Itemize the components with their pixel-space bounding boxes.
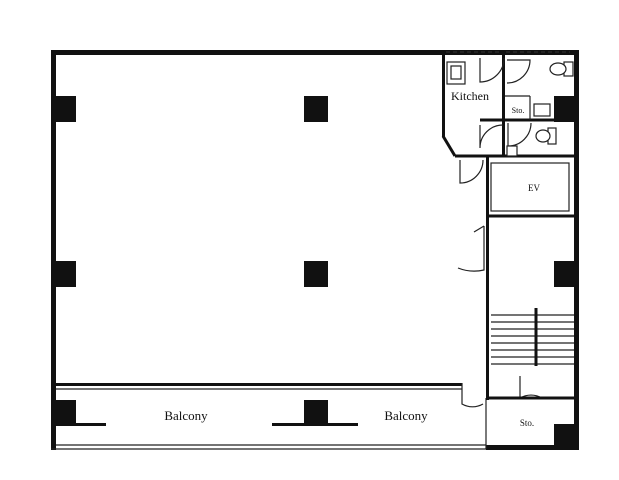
label-storage-top: Sto. xyxy=(512,106,525,115)
toilet-bowl-1 xyxy=(549,62,567,76)
label-balcony-left: Balcony xyxy=(164,408,208,423)
column-right-top xyxy=(554,96,574,122)
storage-door-swing xyxy=(519,376,543,400)
outer-walls xyxy=(51,50,579,450)
wc-partition xyxy=(502,55,505,157)
label-kitchen: Kitchen xyxy=(451,89,489,103)
core-door-swing-top xyxy=(459,159,484,184)
column-center-balcony xyxy=(304,400,328,424)
kitchen-lower-door-swing xyxy=(479,124,504,149)
kitchen-sink-basin xyxy=(450,65,462,80)
kitchen-door-swing xyxy=(479,57,505,83)
balcony-edge xyxy=(51,383,487,450)
core-door-leaf xyxy=(473,225,485,233)
stair-core xyxy=(457,225,574,408)
wall-bottom-right xyxy=(486,445,579,450)
wall-left xyxy=(51,50,56,450)
core-wall-left xyxy=(486,156,489,400)
toilet-bowl-2 xyxy=(535,129,551,143)
wc-door-swing-2 xyxy=(507,122,532,147)
column-left-balcony xyxy=(56,400,76,424)
elevator-shaft xyxy=(459,156,574,400)
elevator-car xyxy=(490,162,570,212)
wc-door-swing-1 xyxy=(506,59,531,84)
column-right-middle xyxy=(554,261,574,287)
balcony-beam-right xyxy=(272,423,358,426)
label-elevator: EV xyxy=(528,183,540,193)
column-left-top xyxy=(56,96,76,122)
wall-top xyxy=(51,50,579,55)
column-left-middle xyxy=(56,261,76,287)
column-center-middle xyxy=(304,261,328,287)
balcony-beam-left xyxy=(56,423,106,426)
sash-line xyxy=(56,383,462,386)
pipe-shaft xyxy=(506,145,518,157)
label-storage-bottom: Sto. xyxy=(520,418,534,428)
core-door-swing xyxy=(457,226,485,272)
column-center-top xyxy=(304,96,328,122)
wash-basin xyxy=(533,103,551,117)
kitchen-wall-diagonal xyxy=(441,135,457,157)
kitchen-wall-left xyxy=(442,55,445,137)
balcony-door-swing xyxy=(461,383,484,408)
column-right-bottom xyxy=(554,424,574,445)
kitchen-block xyxy=(441,51,574,158)
wall-right xyxy=(574,50,579,450)
label-balcony-right: Balcony xyxy=(384,408,428,423)
columns xyxy=(56,96,574,445)
